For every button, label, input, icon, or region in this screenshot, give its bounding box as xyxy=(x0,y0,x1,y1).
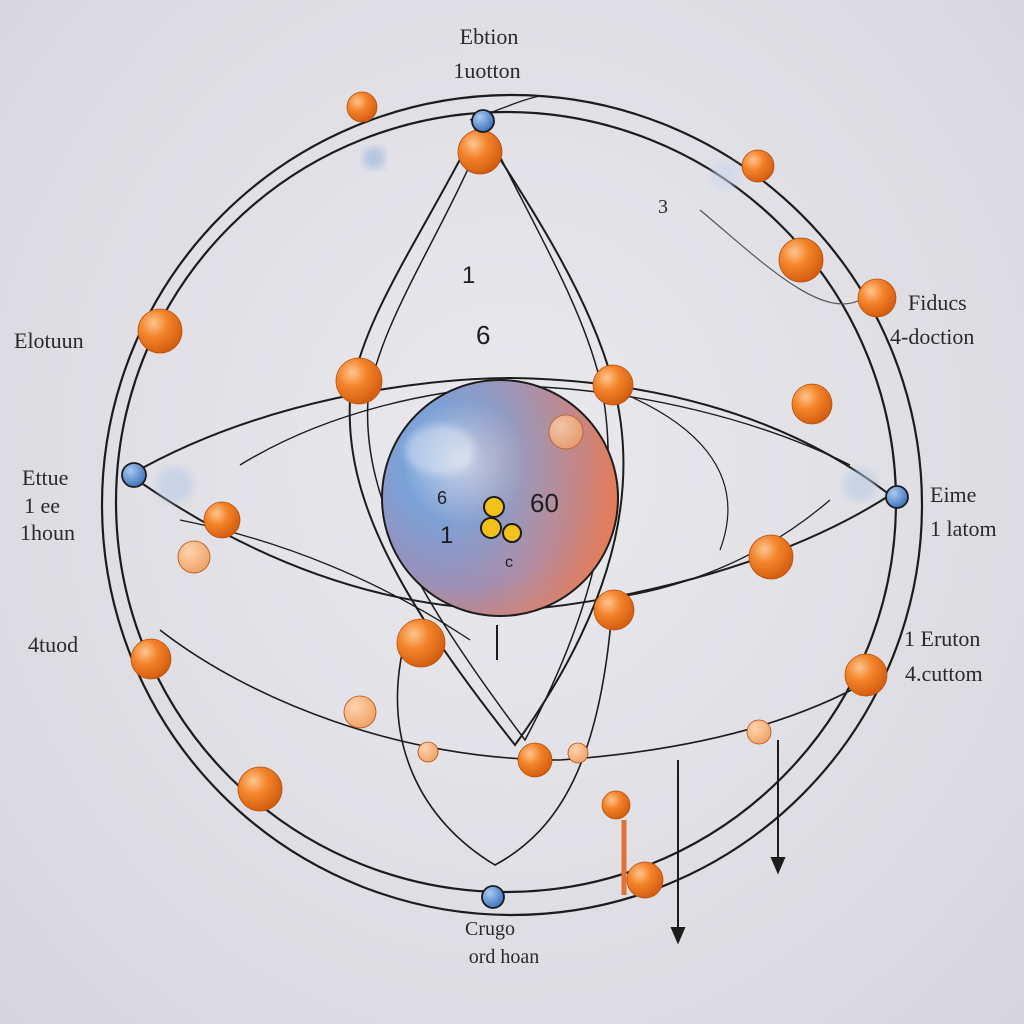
electron-faint-3 xyxy=(844,469,876,501)
electron xyxy=(396,618,446,668)
label-bottom-line2: ord hoan xyxy=(468,946,540,968)
electron xyxy=(417,741,439,763)
electron xyxy=(567,742,589,764)
electron xyxy=(137,308,183,354)
electron xyxy=(335,357,383,405)
orbit-lower-sweep xyxy=(159,629,871,761)
electron xyxy=(237,766,283,812)
label-left-upper: Elotuun xyxy=(14,328,84,353)
number-nucleus-bottom: c xyxy=(505,554,513,571)
electron xyxy=(791,383,833,425)
electron xyxy=(857,278,897,318)
electron xyxy=(741,149,775,183)
label-right-mid-line1: Eime xyxy=(930,482,977,507)
electron-blue xyxy=(121,462,147,488)
number-nucleus-left-top: 6 xyxy=(437,488,448,508)
orbit-right-diag xyxy=(699,209,861,305)
orbit-inner-right xyxy=(614,389,729,551)
nucleus-outline xyxy=(381,379,619,617)
nucleus-highlight xyxy=(405,425,475,475)
label-right-upper-line1: Fiducs xyxy=(908,290,967,315)
label-right-lower-line1: 1 Eruton xyxy=(904,626,981,651)
orbit-diagonal-2 xyxy=(599,499,831,601)
arrow-head-1 xyxy=(670,927,686,945)
proton-2 xyxy=(480,517,502,539)
label-right-upper-line2: 4-doction xyxy=(890,324,975,349)
electron-faint-2 xyxy=(157,467,193,503)
electron-blue xyxy=(885,485,909,509)
electron-faint-1 xyxy=(363,147,385,169)
orbit-lower-loop xyxy=(396,609,613,866)
electron xyxy=(748,534,794,580)
label-left-lower: 4tuod xyxy=(28,632,79,657)
number-upper-6: 6 xyxy=(476,320,491,350)
label-upper-right-mark: 3 xyxy=(658,196,668,218)
label-bottom-line1: Crugo xyxy=(465,918,515,940)
electron xyxy=(457,129,503,175)
electron xyxy=(601,790,631,820)
faint-electrons xyxy=(157,147,876,503)
electron xyxy=(778,237,824,283)
blue-electrons xyxy=(121,109,909,909)
electron xyxy=(130,638,172,680)
number-nucleus-right: 60 xyxy=(530,488,559,518)
arrows xyxy=(496,625,786,945)
electron-faint-4 xyxy=(711,161,739,189)
electron-blue xyxy=(481,885,505,909)
label-right-lower-line2: 4.cuttom xyxy=(905,661,983,686)
orange-electrons xyxy=(130,91,897,899)
electron xyxy=(746,719,772,745)
electron xyxy=(346,91,378,123)
electron xyxy=(343,695,377,729)
orbit-ring-outer xyxy=(100,93,924,917)
electron-blue xyxy=(471,109,495,133)
electron xyxy=(177,540,211,574)
orbit-vertical-2 xyxy=(366,126,609,742)
number-nucleus-left: 1 xyxy=(440,522,454,549)
label-left-mid-line3: 1houn xyxy=(20,520,75,545)
number-upper-1: 1 xyxy=(462,262,476,289)
electron xyxy=(592,364,634,406)
label-left-mid-line2: 1 ee xyxy=(24,493,61,518)
electron xyxy=(548,414,584,450)
arrow-head-2 xyxy=(770,857,786,875)
electron xyxy=(626,861,664,899)
label-top-line1: Ebtion xyxy=(459,24,519,49)
proton-1 xyxy=(483,496,505,518)
label-left-mid-line1: Ettue xyxy=(22,465,69,490)
electron xyxy=(517,742,553,778)
nucleus xyxy=(381,379,619,617)
orbit-vertical-1 xyxy=(348,123,625,747)
electron xyxy=(203,501,241,539)
proton-3 xyxy=(502,523,522,543)
electron xyxy=(844,653,888,697)
label-top-line2: 1uotton xyxy=(453,58,521,83)
label-right-mid-line2: 1 latom xyxy=(930,516,997,541)
electron xyxy=(593,589,635,631)
